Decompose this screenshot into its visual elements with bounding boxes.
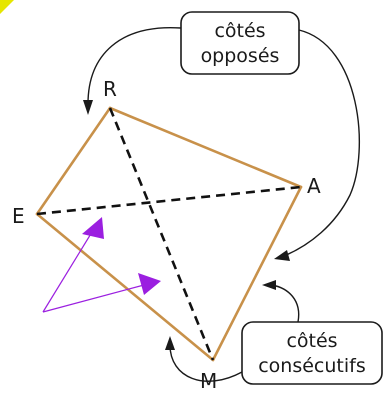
consecutive-arrowhead-bottom xyxy=(165,336,175,350)
vertex-label-a: A xyxy=(307,174,321,198)
consecutive-arrowhead-top xyxy=(262,280,276,290)
side-ra xyxy=(108,106,303,189)
consecutive-arrow-to-side-me xyxy=(169,344,243,382)
consecutive-arrow-to-side-am xyxy=(271,284,300,323)
pointer-arrowhead-upper xyxy=(82,217,104,239)
callout-consecutive-line1: côtés xyxy=(286,330,337,352)
corner-mark xyxy=(0,0,14,14)
callout-opposite-line2: opposés xyxy=(201,45,280,67)
pointer-line-upper xyxy=(42,231,93,313)
consecutive-arrows xyxy=(165,280,300,382)
opposite-arrow-to-side-am xyxy=(283,29,360,257)
callout-consecutive-line2: consécutifs xyxy=(258,355,366,377)
pointer-arrows xyxy=(42,217,161,313)
opposite-arrowhead-right xyxy=(274,250,290,261)
callout-opposite-box xyxy=(180,11,300,75)
opposite-arrows xyxy=(83,26,360,261)
pointer-arrowhead-lower xyxy=(138,273,161,295)
side-am xyxy=(211,185,303,362)
callout-opposite-line1: côtés xyxy=(214,20,265,42)
vertex-label-r: R xyxy=(103,77,117,101)
vertex-label-e: E xyxy=(12,204,25,228)
callout-consecutive-box xyxy=(241,321,383,385)
diagonal-rm xyxy=(108,107,215,361)
opposite-arrowhead-left xyxy=(83,100,93,115)
opposite-arrow-to-side-er xyxy=(87,26,182,105)
quadrilateral-diagonals xyxy=(36,107,302,361)
pointer-line-lower xyxy=(42,284,145,313)
diagonal-ea xyxy=(36,185,302,216)
side-er xyxy=(35,106,112,216)
side-me xyxy=(35,212,215,362)
quadrilateral-sides xyxy=(35,106,303,362)
